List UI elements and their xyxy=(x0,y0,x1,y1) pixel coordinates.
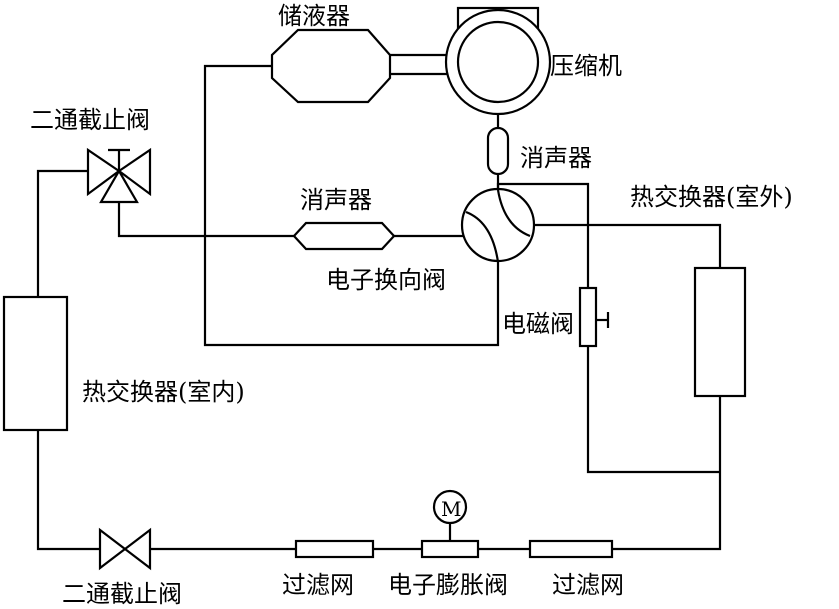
two-way-valve-top-bottom xyxy=(99,168,139,204)
label-filter-right: 过滤网 xyxy=(552,571,624,599)
components xyxy=(2,6,747,571)
label-accumulator: 储液器 xyxy=(278,2,350,30)
label-two-way-valve-top: 二通截止阀 xyxy=(30,106,150,134)
label-expansion-valve: 电子膨胀阀 xyxy=(388,571,508,599)
labels: 储液器 压缩机 消声器 热交换器(室外) 二通截止阀 消声器 电子换向阀 电磁阀… xyxy=(30,2,793,608)
pipe-solenoid-bypass xyxy=(586,346,720,474)
accumulator-shape xyxy=(270,28,392,104)
filter-left-shape xyxy=(294,539,375,559)
reversing-valve-arc-left xyxy=(465,210,500,263)
motor-icon xyxy=(432,489,468,525)
indoor-exchanger-shape xyxy=(2,295,69,432)
pipe-accumulator-return xyxy=(203,64,500,347)
solenoid-valve-shape xyxy=(578,286,598,348)
two-way-valve-top-left xyxy=(86,147,121,197)
label-filter-left: 过滤网 xyxy=(282,571,354,599)
two-way-valve-top-right xyxy=(117,147,152,197)
outdoor-exchanger-shape xyxy=(693,266,747,398)
label-muffler-top: 消声器 xyxy=(520,144,592,172)
label-compressor: 压缩机 xyxy=(550,52,622,80)
pipe-valve-outdoor xyxy=(533,223,722,268)
pipe-valve-solenoid xyxy=(496,182,590,288)
label-solenoid-valve: 电磁阀 xyxy=(502,310,574,338)
reversing-valve-arc-right xyxy=(496,189,531,238)
pipe-valve-indoor-bottom xyxy=(36,430,100,551)
pipe-outdoor-bottom xyxy=(612,396,722,551)
label-muffler-mid: 消声器 xyxy=(300,186,372,214)
muffler-mid-shape xyxy=(292,221,396,251)
label-outdoor-exchanger: 热交换器(室外) xyxy=(630,183,793,211)
label-two-way-valve-bottom: 二通截止阀 xyxy=(62,580,182,608)
label-motor: M xyxy=(441,497,461,521)
expansion-valve-shape xyxy=(420,539,480,559)
label-reversing-valve: 电子换向阀 xyxy=(326,266,446,294)
filter-right-shape xyxy=(528,539,614,559)
pipes xyxy=(36,53,722,551)
pipe-valve-muffler-mid xyxy=(117,194,294,238)
label-indoor-exchanger: 热交换器(室内) xyxy=(82,378,245,406)
reversing-valve-body xyxy=(460,187,536,263)
muffler-top-shape xyxy=(486,126,510,176)
pipe-indoor-top-valve xyxy=(36,169,88,297)
two-way-valve-bottom-shape xyxy=(98,527,152,571)
compressor-inner xyxy=(456,20,540,104)
